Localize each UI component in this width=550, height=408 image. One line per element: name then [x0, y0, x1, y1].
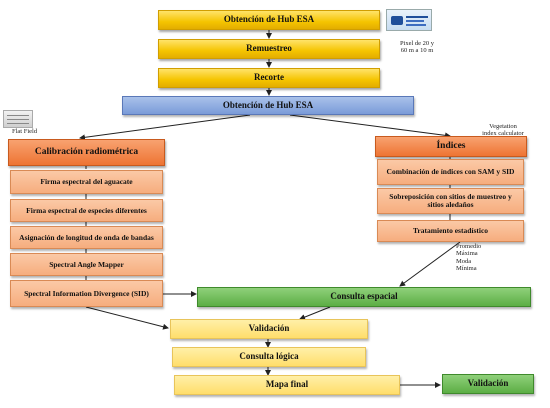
sam-box: Spectral Angle Mapper [10, 253, 163, 276]
recorte-label: Recorte [254, 72, 284, 83]
remuestreo-label: Remuestreo [246, 43, 292, 54]
arrow-hub2-calibracion [79, 114, 251, 141]
asignacion-box: Asignación de longitud de onda de bandas [10, 226, 163, 249]
vegetation-caption-line1: Vegetation [489, 123, 517, 130]
esa-logo-image [386, 9, 432, 31]
hub-esa-top-box: Obtención de Hub ESA [158, 10, 380, 30]
pixel-note-line2: 60 m a 10 m [400, 47, 434, 55]
firma-aguacate-box: Firma espectral del aguacate [10, 170, 163, 194]
calibracion-box: Calibración radiométrica [8, 139, 165, 166]
vegetation-caption: Vegetation index calculator [472, 123, 534, 138]
flat-field-image [3, 110, 33, 128]
stat-promedio: Promedio [456, 243, 482, 250]
arrow-trat-consulta [399, 241, 461, 287]
pixel-note-line1: Pixel de 20 y [399, 40, 435, 47]
consulta-espacial-box: Consulta espacial [197, 287, 531, 307]
sid-label: Spectral Information Divergence (SID) [24, 288, 149, 298]
hub-esa-top-label: Obtención de Hub ESA [223, 14, 315, 25]
mapa-final-label: Mapa final [265, 379, 309, 390]
indices-label: Índices [436, 140, 466, 151]
validacion-label: Validación [248, 323, 290, 334]
tratamiento-label: Tratamiento estadístico [412, 226, 489, 236]
flat-field-caption: Flat Field [12, 128, 38, 135]
mapa-final-box: Mapa final [174, 375, 400, 395]
sid-box: Spectral Information Divergence (SID) [10, 280, 163, 307]
tratamiento-box: Tratamiento estadístico [377, 220, 524, 242]
calibracion-label: Calibración radiométrica [34, 146, 139, 157]
consulta-espacial-label: Consulta espacial [330, 291, 398, 302]
arrow-hub2-indices [289, 114, 451, 139]
firma-especies-label: Firma espectral de especies diferentes [26, 205, 147, 215]
sobreposicion-box: Sobreposición con sitios de muestreo y s… [377, 188, 524, 214]
combinacion-box: Combinación de índices con SAM y SID [377, 159, 524, 185]
firma-especies-box: Firma espectral de especies diferentes [10, 199, 163, 222]
asignacion-label: Asignación de longitud de onda de bandas [19, 232, 154, 242]
firma-aguacate-label: Firma espectral del aguacate [40, 177, 133, 187]
hub-esa-second-label: Obtención de Hub ESA [222, 99, 314, 110]
vegetation-caption-line2: index calculator [482, 130, 524, 138]
validacion-box: Validación [170, 319, 368, 339]
recorte-box: Recorte [158, 68, 380, 88]
indices-box: Índices [375, 136, 527, 157]
consulta-logica-box: Consulta lógica [172, 347, 366, 367]
stat-maxima: Máxima [456, 250, 478, 258]
validacion-final-label: Validación [467, 378, 509, 389]
arrow-sid-validacion [85, 306, 169, 330]
sobreposicion-label: Sobreposición con sitios de muestreo y s… [389, 192, 512, 209]
arrow-consulta-validacion [299, 306, 331, 320]
remuestreo-box: Remuestreo [158, 39, 380, 59]
sam-label: Spectral Angle Mapper [49, 259, 124, 269]
pixel-note: Pixel de 20 y 60 m a 10 m [387, 40, 447, 55]
stat-moda: Moda [456, 257, 472, 265]
combinacion-label: Combinación de índices con SAM y SID [386, 167, 515, 177]
stat-minima: Mínima [456, 265, 477, 273]
consulta-logica-label: Consulta lógica [239, 351, 299, 362]
stats-list: Promedio Máxima Moda Mínima [456, 243, 481, 273]
validacion-final-box: Validación [442, 374, 534, 394]
hub-esa-second-box: Obtención de Hub ESA [122, 96, 414, 115]
